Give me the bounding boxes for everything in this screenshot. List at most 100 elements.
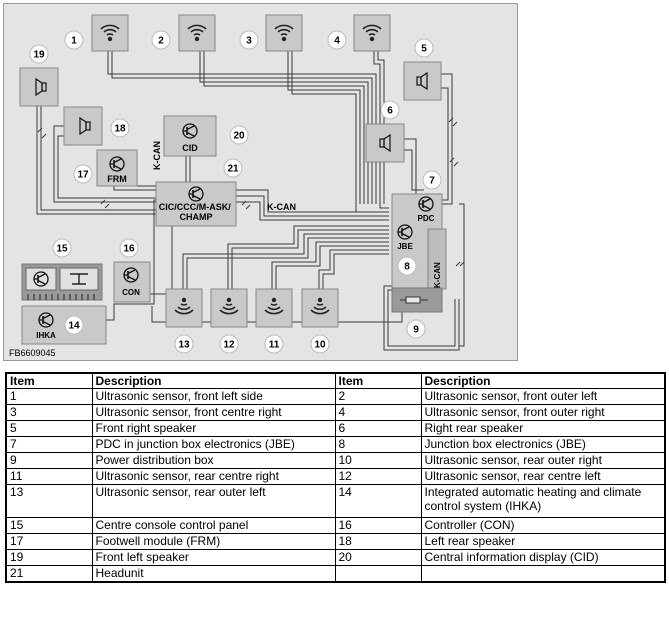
callout-3: 3 [239, 30, 259, 50]
sensor-13-block [165, 288, 203, 328]
callout-6: 6 [380, 100, 400, 120]
item-number-cell: 14 [334, 484, 422, 518]
description-cell: PDC in junction box electronics (JBE) [91, 436, 336, 453]
description-cell: Ultrasonic sensor, front left side [91, 388, 336, 405]
callout-21: 21 [223, 158, 243, 178]
switch-icon [70, 273, 88, 285]
description-cell: Front left speaker [91, 549, 336, 566]
description-cell: Controller (CON) [420, 517, 666, 534]
callout-17: 17 [73, 164, 93, 184]
item-number-cell: 16 [334, 517, 422, 534]
speaker-5-block [403, 61, 442, 101]
callout-number: 5 [421, 44, 427, 55]
sensor-10-block [301, 288, 339, 328]
callout-number: 8 [404, 262, 410, 273]
callout-8: 8 [397, 256, 417, 276]
callout-19: 19 [29, 44, 49, 64]
item-number-cell: 18 [334, 533, 422, 550]
description-cell: Centre console control panel [91, 517, 336, 534]
description-cell: Ultrasonic sensor, rear centre left [420, 468, 666, 485]
callout-number: 9 [413, 325, 419, 336]
callout-1: 1 [64, 30, 84, 50]
description-cell: Ultrasonic sensor, front outer right [420, 404, 666, 421]
centre-console-block [21, 263, 103, 301]
description-cell: Ultrasonic sensor, front centre right [91, 404, 336, 421]
description-cell: Integrated automatic heating and climate… [420, 484, 666, 518]
callout-number: 7 [429, 176, 435, 187]
ihka-block: IHKA [21, 305, 107, 345]
item-number-cell: 1 [5, 388, 93, 405]
speaker-6-block [365, 123, 405, 163]
callout-number: 18 [114, 124, 126, 135]
pdc-label: PDC [418, 214, 435, 223]
description-cell: Right rear speaker [420, 420, 666, 437]
callout-10: 10 [310, 334, 330, 354]
description-cell: Headunit [91, 565, 336, 583]
callout-number: 6 [387, 106, 393, 117]
callout-number: 12 [223, 340, 235, 351]
ihka-label: IHKA [36, 331, 56, 340]
sensor-3-block [265, 14, 303, 52]
description-cell: Left rear speaker [420, 533, 666, 550]
wiring-diagram: CID FRM K-CAN CIC/CCC/M-ASK/ CHAMP K-CAN… [3, 3, 518, 361]
speaker-19-block [19, 67, 59, 107]
header-item-1: Item [5, 372, 93, 389]
callout-number: 17 [77, 170, 89, 181]
sensor-1-block [91, 14, 129, 52]
description-cell: Ultrasonic sensor, front outer left [420, 388, 666, 405]
callout-number: 11 [269, 340, 280, 351]
header-description-1: Description [91, 372, 336, 389]
item-number-cell: 12 [334, 468, 422, 485]
callout-13: 13 [174, 334, 194, 354]
callout-number: 20 [233, 131, 245, 142]
legend-header-row: Item Description Item Description [5, 372, 666, 389]
callout-7: 7 [422, 170, 442, 190]
item-number-cell: 21 [5, 565, 93, 583]
item-number-cell: 5 [5, 420, 93, 437]
callout-number: 13 [178, 340, 190, 351]
item-number-cell: 7 [5, 436, 93, 453]
kcan-label-jbe: K-CAN [433, 262, 442, 288]
callout-18: 18 [110, 118, 130, 138]
item-number-cell [334, 565, 422, 583]
item-number-cell: 19 [5, 549, 93, 566]
description-cell: Ultrasonic sensor, rear outer right [420, 452, 666, 469]
callout-4: 4 [327, 30, 347, 50]
item-number-cell: 15 [5, 517, 93, 534]
description-cell [420, 565, 666, 583]
kcan-label-horizontal: K-CAN [267, 202, 296, 212]
callout-number: 19 [33, 50, 45, 61]
callout-number: 21 [227, 164, 239, 175]
frm-label: FRM [107, 174, 127, 184]
header-item-2: Item [334, 372, 422, 389]
sensor-4-block [353, 14, 391, 52]
callout-9: 9 [406, 319, 426, 339]
header-description-2: Description [420, 372, 666, 389]
callout-number: 3 [246, 36, 252, 47]
item-number-cell: 13 [5, 484, 93, 518]
callout-number: 16 [123, 244, 135, 255]
sensor-12-block [210, 288, 248, 328]
wiring-diagram-canvas: CID FRM K-CAN CIC/CCC/M-ASK/ CHAMP K-CAN… [9, 14, 465, 358]
callout-2: 2 [151, 30, 171, 50]
description-cell: Power distribution box [91, 452, 336, 469]
frm-block: FRM [96, 149, 138, 187]
con-label: CON [122, 288, 140, 297]
cid-label: CID [182, 143, 198, 153]
item-number-cell: 20 [334, 549, 422, 566]
callout-number: 4 [334, 36, 340, 47]
item-number-cell: 10 [334, 452, 422, 469]
